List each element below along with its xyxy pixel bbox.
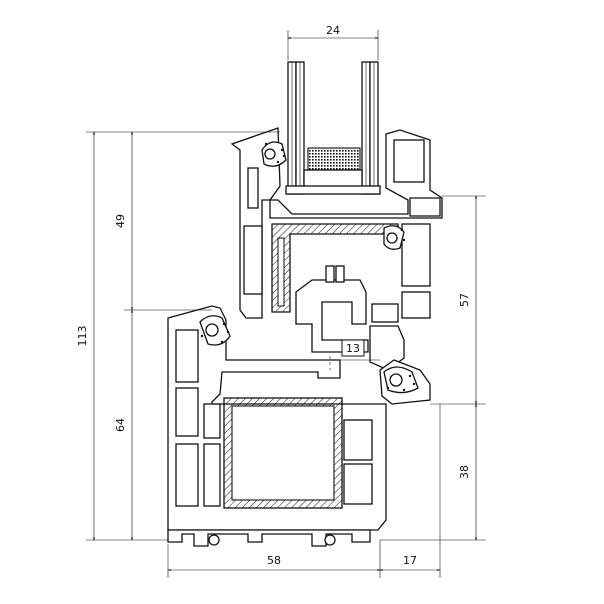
dim-total-height: 113 (76, 326, 89, 347)
dim-bottom-width: 58 (267, 554, 281, 567)
gasket-mid-left (199, 315, 231, 346)
dim-gasket-mark: 13 (346, 342, 360, 355)
dimension-lines (86, 30, 486, 578)
dim-bottom-right: 17 (403, 554, 417, 567)
dim-right-lower: 38 (458, 465, 471, 479)
glass-unit (285, 61, 381, 195)
gasket-top-left (261, 141, 287, 167)
dim-right-upper: 57 (458, 293, 471, 307)
gasket-lower-right (383, 366, 419, 394)
sash-profile (230, 127, 443, 371)
dimension-labels: 24 113 49 64 57 38 58 17 13 (76, 24, 471, 567)
gasket-mark-box (341, 339, 365, 357)
frame-profile (167, 305, 431, 547)
gasket-upper-right (383, 225, 406, 250)
glass-spacer (307, 147, 361, 171)
dim-glass-width: 24 (326, 24, 340, 37)
dim-sash-height: 49 (114, 214, 127, 228)
gaskets (199, 141, 419, 394)
dim-frame-height: 64 (114, 418, 127, 432)
